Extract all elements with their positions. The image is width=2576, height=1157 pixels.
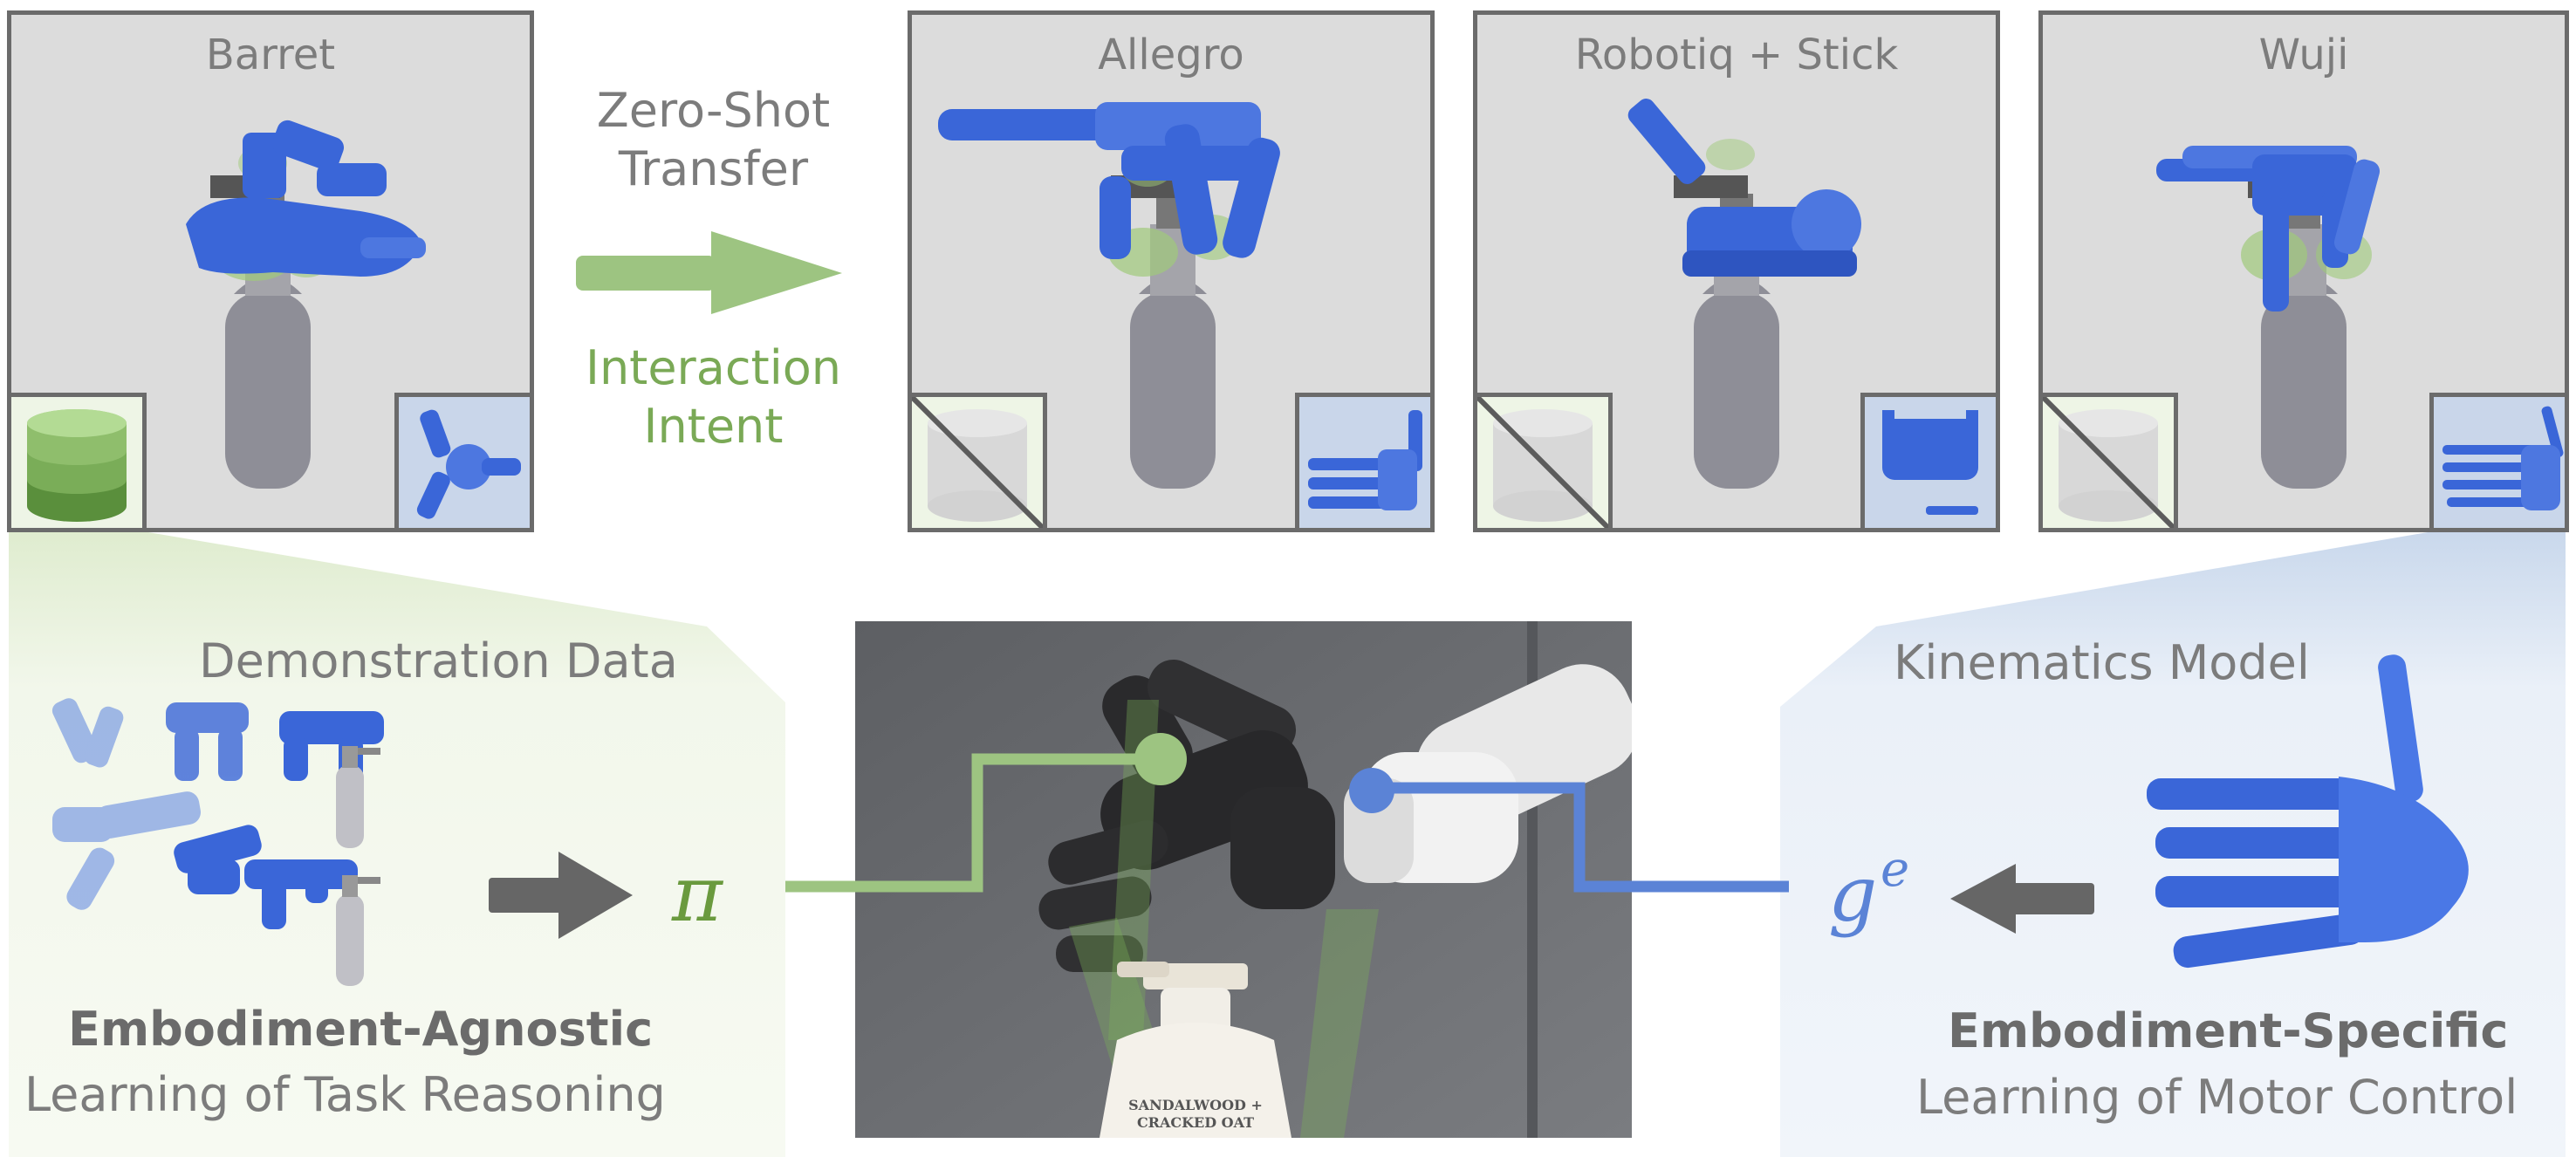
hand-thumbnail: [1295, 393, 1430, 528]
data-inset-empty: [1477, 393, 1613, 528]
panel-robotiq: Robotiq + Stick: [1473, 10, 2000, 532]
policy-arrow: [489, 852, 633, 939]
agnostic-caption: Learning of Task Reasoning: [24, 1067, 666, 1122]
svg-text:π: π: [671, 851, 724, 938]
hand-thumbnail: [394, 393, 530, 528]
kinematics-symbol: g e: [1828, 846, 1909, 939]
hand-thumbnail: [2429, 393, 2565, 528]
robot-hand-icon: [1308, 410, 1422, 510]
robot-hand-render: [186, 120, 426, 489]
demonstration-heading: Demonstration Data: [199, 633, 678, 688]
panel-barret: Barret: [7, 10, 534, 532]
transfer-arrow: [576, 231, 842, 314]
robot-hand-render: [2156, 146, 2381, 489]
kinematic-hand-model: [2147, 654, 2469, 969]
kinematics-heading: Kinematics Model: [1894, 635, 2310, 690]
database-icon: [27, 409, 127, 522]
panel-title: Allegro: [1098, 31, 1244, 79]
panel-title: Barret: [205, 31, 336, 79]
data-inset-empty: [912, 393, 1047, 528]
agnostic-label: Embodiment-Agnostic: [68, 1002, 654, 1057]
intent-label: Interaction Intent: [558, 340, 868, 454]
transfer-line2: Transfer: [618, 141, 809, 196]
no-data-icon: [2043, 397, 2174, 528]
transfer-line1: Zero-Shot: [596, 83, 831, 138]
robot-hand-icon: [2442, 406, 2564, 510]
svg-text:g: g: [1828, 849, 1877, 939]
robot-gripper-icon: [1882, 410, 1978, 515]
demonstration-hands: [51, 698, 384, 986]
policy-symbol: π: [671, 851, 724, 938]
robot-hand-render: [1627, 99, 1861, 489]
panel-title: Wuji: [2258, 31, 2349, 79]
kinematics-contact-point: [1349, 768, 1394, 813]
robot-hand-render: [938, 102, 1280, 489]
panel-wuji: Wuji: [2038, 10, 2569, 532]
intent-line1: Interaction: [586, 340, 841, 395]
hand-thumbnail: [1860, 393, 1996, 528]
panel-allegro: Allegro: [908, 10, 1435, 532]
data-inset-empty: [2043, 393, 2178, 528]
intent-contact-point: [1134, 733, 1187, 785]
robot-photo: SANDALWOOD + CRACKED OAT: [855, 621, 1632, 1138]
data-inset: [11, 393, 147, 528]
specific-caption: Learning of Motor Control: [1916, 1070, 2518, 1125]
bottle-label-line2: CRACKED OAT: [1137, 1114, 1254, 1131]
svg-text:e: e: [1881, 846, 1909, 898]
transfer-label: Zero-Shot Transfer: [558, 83, 868, 196]
panel-title: Robotiq + Stick: [1574, 31, 1899, 79]
no-data-icon: [1477, 397, 1608, 528]
intent-line2: Intent: [643, 399, 784, 454]
bottle-label-line1: SANDALWOOD +: [1128, 1097, 1263, 1113]
left-projection: [9, 532, 785, 1157]
robot-hand-icon: [416, 409, 521, 519]
no-data-icon: [912, 397, 1043, 528]
kinematics-arrow: [1950, 864, 2094, 934]
specific-label: Embodiment-Specific: [1948, 1003, 2509, 1058]
